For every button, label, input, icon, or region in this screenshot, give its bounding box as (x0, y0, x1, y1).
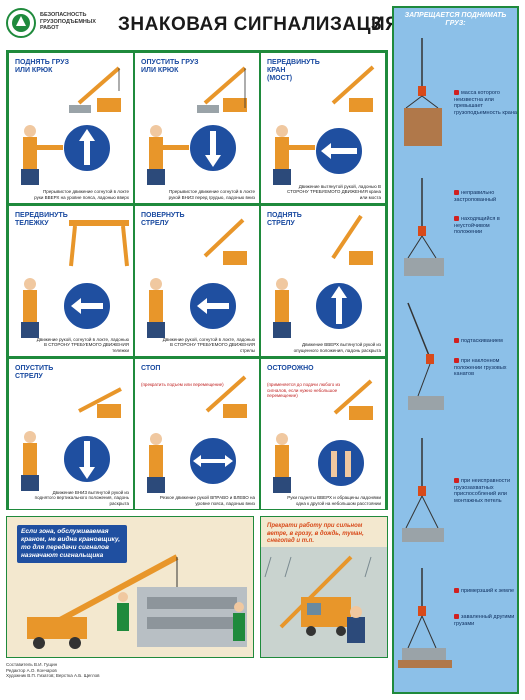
signal-description: Движение ВВЕРХ вытянутой рукой из опущен… (293, 342, 381, 353)
bullet-icon (454, 338, 459, 343)
signal-illustration (273, 379, 373, 493)
signal-cell-caution: ОСТОРОЖНО (применяется до подачи любого … (261, 359, 385, 509)
signal-cell-raise-load: ПОДНЯТЬ ГРУЗ ИЛИ КРЮК Прерывистое движен… (9, 53, 133, 203)
arrow-left-right-icon (193, 455, 233, 467)
signal-illustration (147, 218, 247, 338)
signal-grid: ПОДНЯТЬ ГРУЗ ИЛИ КРЮК Прерывистое движен… (6, 50, 388, 510)
bullet-icon (454, 358, 459, 363)
signal-note: (прекратить подъем или перемещение) (141, 382, 224, 387)
forbidden-item: неправильно застропованный (454, 190, 497, 203)
arrow-left-icon (71, 298, 103, 314)
bullet-icon (454, 614, 459, 619)
signal-cell-lower-boom: ОПУСТИТЬ СТРЕЛУ Движение ВНИЗ вытянутой … (9, 359, 133, 509)
arrow-left-right-icon (321, 143, 357, 159)
signal-illustration (273, 214, 373, 338)
weather-panel: Прекрати работу при сильном ветре, в гро… (260, 516, 388, 658)
signal-description: Прерывистое движение согнутой в локте ру… (168, 189, 255, 200)
credits: Составитель В.И. Гущин Редактор А.О. Кон… (6, 662, 256, 679)
signal-description: Движение ВНИЗ вытянутой рукой из поднято… (34, 489, 129, 506)
bullet-icon (454, 478, 459, 483)
signal-note: (применяется до подачи любого из сигнало… (267, 382, 341, 398)
signal-description: Движение рукой, согнутой в локте, ладонь… (36, 336, 129, 353)
forbidden-item: масса которого неизвестна или превышает … (454, 90, 517, 116)
signal-title: СТОП (141, 365, 161, 372)
bullet-icon (454, 90, 459, 95)
signal-title: ОПУСТИТЬ ГРУЗ ИЛИ КРЮК (141, 59, 199, 74)
forbidden-item: заваленный другими грузами (454, 614, 515, 627)
credit-line: Редактор А.О. Кончаров (6, 667, 57, 673)
weather-warning: Прекрати работу при сильном ветре, в гро… (267, 523, 364, 544)
signal-description: Движение рукой, согнутой в локте, ладонь… (162, 336, 255, 353)
credit-line: Составитель В.И. Гущин (6, 662, 58, 667)
forbidden-title: ЗАПРЕЩАЕТСЯ ПОДНИМАТЬ ГРУЗ: (404, 12, 507, 27)
signalman-panel: Если зона, обслуживаемая краном, не видн… (6, 516, 254, 658)
signal-illustration (21, 66, 121, 185)
forbidden-item: подтаскиванием (454, 338, 517, 345)
forbidden-illustrations (398, 38, 452, 668)
forbidden-item: примерзший к земле (454, 588, 517, 595)
signalman-illustration (27, 554, 247, 649)
logo-emblem-icon (6, 8, 36, 38)
forbidden-panel: ЗАПРЕЩАЕТСЯ ПОДНИМАТЬ ГРУЗ: (392, 6, 519, 694)
signal-title: ПОДНЯТЬ СТРЕЛУ (267, 212, 302, 227)
weather-illustration (261, 547, 387, 657)
signal-title: ОСТОРОЖНО (267, 365, 314, 372)
signal-cell-move-trolley: ПЕРЕДВИНУТЬ ТЕЛЕЖКУ Движение рукой, согн… (9, 206, 133, 356)
signal-illustration (147, 66, 247, 185)
bullet-icon (454, 216, 459, 221)
forbidden-item: при наклонном положении грузовых канатов (454, 358, 507, 377)
signal-description: Руки подняты ВВЕРХ и обращены ладонями о… (287, 495, 381, 506)
signal-title: ПОДНЯТЬ ГРУЗ ИЛИ КРЮК (15, 59, 69, 74)
arrow-up-icon (79, 129, 95, 165)
signal-title: ОПУСТИТЬ СТРЕЛУ (15, 365, 54, 380)
signal-title: ПЕРЕДВИНУТЬ КРАН (МОСТ) (267, 59, 320, 82)
signal-illustration (147, 375, 247, 493)
bullet-icon (454, 588, 459, 593)
forbidden-item: при неисправности грузозахватных приспос… (454, 478, 511, 504)
signal-title: ПОВЕРНУТЬ СТРЕЛУ (141, 212, 185, 227)
page-number: 3 (371, 14, 382, 35)
credit-line: Художник В.П. Гизатов; Верстка А.Б. Щегл… (6, 673, 100, 678)
signal-cell-stop: СТОП (прекратить подъем или перемещение)… (135, 359, 259, 509)
raised-hands-icon (331, 451, 351, 477)
signal-description: Движение вытянутой рукой, ладонью В СТОР… (287, 183, 381, 200)
signal-cell-raise-boom: ПОДНЯТЬ СТРЕЛУ Движение ВВЕРХ вытянутой … (261, 206, 385, 356)
arrow-down-icon (79, 441, 95, 479)
arrow-down-icon (205, 131, 221, 167)
signal-illustration (21, 387, 122, 491)
signal-title: ПЕРЕДВИНУТЬ ТЕЛЕЖКУ (15, 212, 68, 227)
page-title: ЗНАКОВАЯ СИГНАЛИЗАЦИЯ (118, 14, 400, 35)
signal-illustration (273, 65, 375, 185)
signal-illustration (21, 220, 129, 338)
signal-cell-move-crane: ПЕРЕДВИНУТЬ КРАН (МОСТ) Движение вытянут… (261, 53, 385, 203)
arrow-up-icon (331, 286, 347, 324)
bullet-icon (454, 190, 459, 195)
logo-text: БЕЗОПАСНОСТЬ ГРУЗОПОДЪЕМНЫХ РАБОТ (40, 12, 96, 31)
arrow-left-icon (197, 298, 229, 314)
signal-description: Резкое движение рукой ВПРАВО и ВЛЕВО на … (159, 495, 255, 506)
signalman-note: Если зона, обслуживаемая краном, не видн… (17, 525, 127, 563)
signal-cell-rotate-boom: ПОВЕРНУТЬ СТРЕЛУ Движение рукой, согнуто… (135, 206, 259, 356)
signal-description: Прерывистое движение согнутой в локте ру… (34, 189, 129, 200)
forbidden-item: находящийся в неустойчивом положении (454, 216, 500, 235)
signal-cell-lower-load: ОПУСТИТЬ ГРУЗ ИЛИ КРЮК Прерывистое движе… (135, 53, 259, 203)
